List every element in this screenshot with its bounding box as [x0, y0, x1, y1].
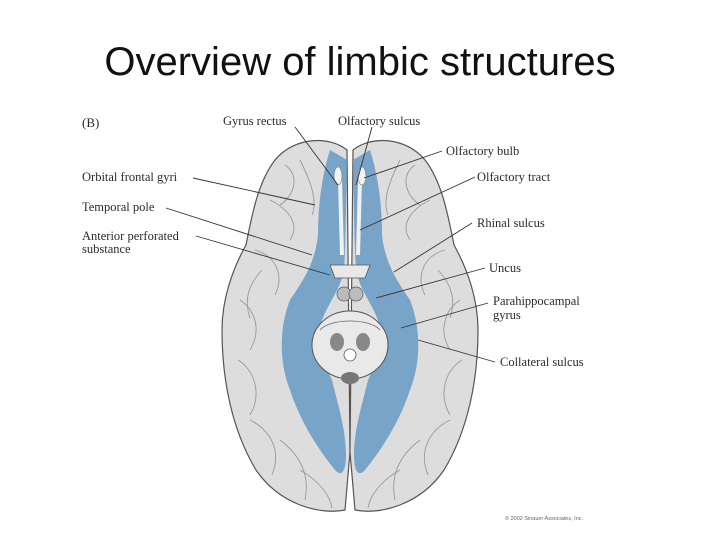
brain-illustration: [221, 139, 479, 512]
label-parahippocampal-gyrus-line2: gyrus: [493, 308, 521, 322]
midbrain-section: [311, 310, 389, 384]
limbic-region-right: [353, 150, 419, 474]
label-temporal-pole: Temporal pole: [82, 200, 155, 214]
label-olfactory-bulb: Olfactory bulb: [446, 144, 519, 158]
limbic-region-left: [281, 150, 347, 474]
label-olfactory-tract: Olfactory tract: [477, 170, 551, 184]
label-collateral-sulcus: Collateral sulcus: [500, 355, 584, 369]
label-gyrus-rectus: Gyrus rectus: [223, 114, 287, 128]
panel-label: (B): [82, 115, 99, 130]
slide-title: Overview of limbic structures: [104, 40, 616, 84]
label-rhinal-sulcus: Rhinal sulcus: [477, 216, 545, 230]
label-parahippocampal-gyrus-line1: Parahippocampal: [493, 294, 580, 308]
label-orbital-frontal-gyri: Orbital frontal gyri: [82, 170, 178, 184]
label-anterior-perforated-substance-line2: substance: [82, 242, 131, 256]
label-anterior-perforated-substance-line1: Anterior perforated: [82, 229, 180, 243]
label-uncus: Uncus: [489, 261, 521, 275]
leader-lines: [165, 126, 496, 363]
copyright-notice: © 2002 Sinauer Associates, Inc.: [505, 515, 584, 522]
label-olfactory-sulcus: Olfactory sulcus: [338, 114, 420, 128]
